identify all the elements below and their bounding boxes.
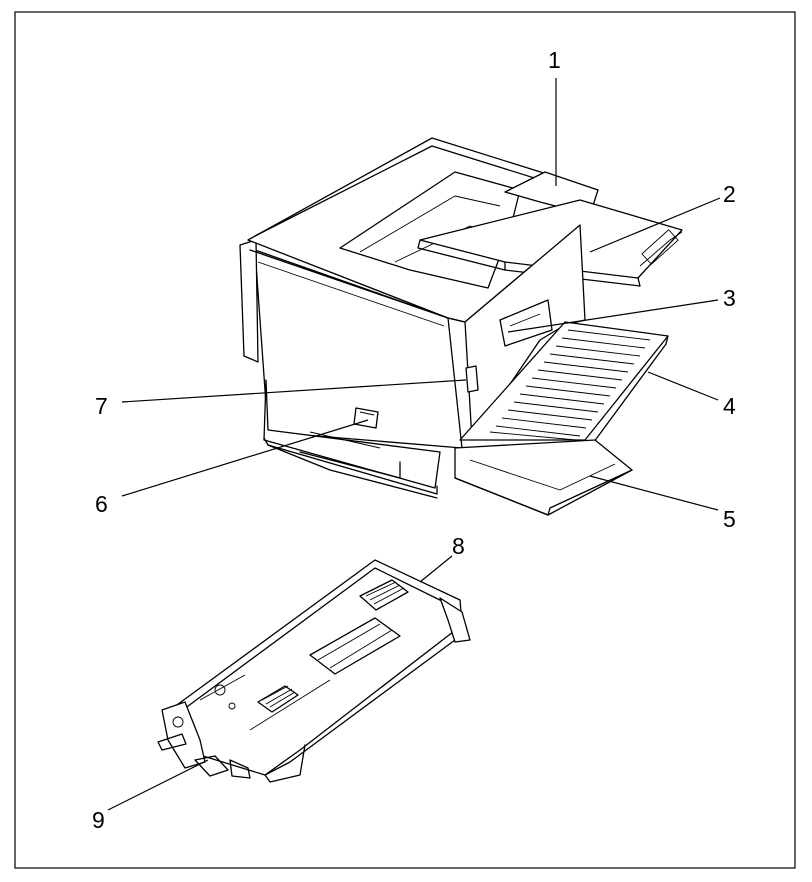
cover-release-lever [465, 365, 479, 393]
callout-3: 3 [723, 285, 736, 311]
callout-2: 2 [723, 181, 736, 207]
leader-7 [121, 379, 467, 403]
cassette-handle [353, 407, 379, 429]
paper-exit-slot [499, 299, 553, 347]
cartridge-right-end [439, 597, 471, 643]
callout-4: 4 [723, 393, 736, 419]
cartridge-handle-slot [309, 617, 401, 675]
printer-left-flap [239, 239, 259, 363]
callout-8: 8 [452, 533, 465, 559]
paper-cassette [263, 379, 441, 489]
leader-9 [107, 759, 209, 811]
leader-8 [419, 555, 453, 583]
callout-6: 6 [95, 491, 108, 517]
cartridge-grip-rear [359, 579, 409, 611]
leader-5 [589, 475, 719, 511]
leader-3 [507, 299, 719, 333]
callout-1: 1 [548, 47, 561, 73]
callout-9: 9 [92, 807, 105, 833]
leader-lines [107, 78, 721, 811]
callout-7: 7 [95, 393, 108, 419]
output-tray-extension [419, 199, 683, 279]
cartridge-illustration [157, 559, 471, 783]
tray-paper-guides [489, 329, 651, 441]
leader-2 [589, 197, 721, 253]
printer-illustration [239, 137, 683, 516]
callout-5: 5 [723, 506, 736, 532]
leader-6 [121, 419, 369, 497]
tray-base [454, 439, 633, 516]
leader-4 [647, 371, 719, 401]
cartridge-grip-front [257, 685, 299, 713]
diagram-frame [14, 11, 796, 869]
